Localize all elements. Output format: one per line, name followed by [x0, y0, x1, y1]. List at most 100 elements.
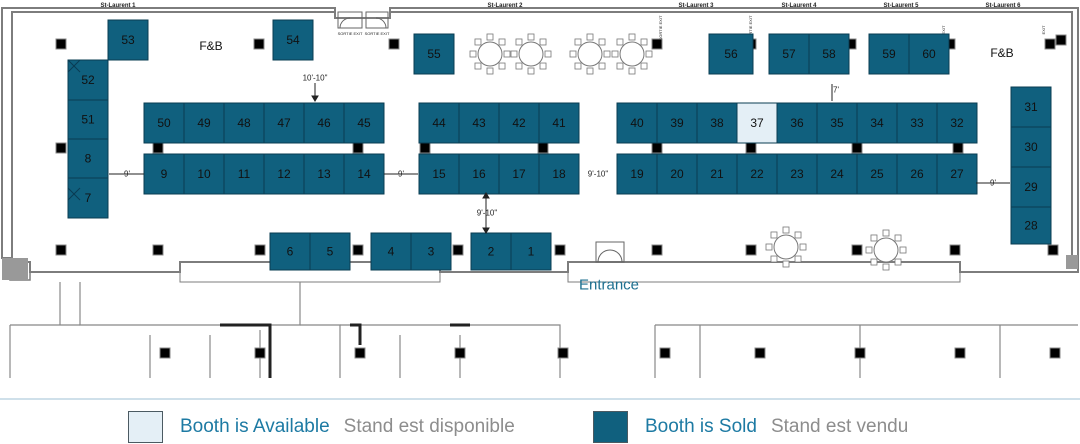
- round-tables: [469, 33, 907, 271]
- booth-32[interactable]: 32: [936, 102, 978, 144]
- booth-11-label: 11: [238, 167, 251, 181]
- booth-37[interactable]: 37: [736, 102, 778, 144]
- booth-45[interactable]: 45: [343, 102, 385, 144]
- booth-40[interactable]: 40: [616, 102, 658, 144]
- exit-sign: EXIT: [941, 25, 946, 34]
- booth-18-shape: [538, 153, 580, 195]
- booth-23[interactable]: 23: [776, 153, 818, 195]
- booth-12[interactable]: 12: [263, 153, 305, 195]
- column: [651, 244, 663, 256]
- room-label: St-Laurent 2: [487, 3, 523, 9]
- booth-26[interactable]: 26: [896, 153, 938, 195]
- structural-block: [1066, 255, 1078, 269]
- booth-9[interactable]: 9: [143, 153, 185, 195]
- booth-22[interactable]: 22: [736, 153, 778, 195]
- column: [1047, 244, 1059, 256]
- booth-27-label: 27: [950, 167, 964, 181]
- booth-30[interactable]: 30: [1010, 126, 1052, 168]
- column: [754, 347, 766, 359]
- booth-3-shape: [410, 232, 452, 271]
- booth-57[interactable]: 57: [768, 33, 810, 75]
- booth-30-shape: [1010, 126, 1052, 168]
- booth-11[interactable]: 11: [223, 153, 265, 195]
- booth-59-shape: [868, 33, 910, 75]
- exit-sign: EXIT: [1041, 25, 1046, 34]
- legend-sold-en: Booth is Sold: [645, 416, 757, 437]
- booth-2[interactable]: 2: [470, 232, 512, 271]
- booth-31-label: 31: [1024, 100, 1038, 114]
- booth-36-label: 36: [790, 116, 804, 130]
- booth-21[interactable]: 21: [696, 153, 738, 195]
- booth-33-shape: [896, 102, 938, 144]
- booth-35[interactable]: 35: [816, 102, 858, 144]
- booth-48[interactable]: 48: [223, 102, 265, 144]
- booth-7[interactable]: 7: [67, 177, 109, 219]
- booth-43[interactable]: 43: [458, 102, 500, 144]
- booth-6[interactable]: 6: [269, 232, 311, 271]
- booth-25[interactable]: 25: [856, 153, 898, 195]
- booth-18[interactable]: 18: [538, 153, 580, 195]
- food-and-beverage-label: F&B: [199, 39, 222, 53]
- booth-31[interactable]: 31: [1010, 86, 1052, 128]
- column: [651, 38, 663, 50]
- booth-51[interactable]: 51: [67, 99, 109, 140]
- booth-49[interactable]: 49: [183, 102, 225, 144]
- booth-56[interactable]: 56: [708, 33, 754, 75]
- booth-10-shape: [183, 153, 225, 195]
- round-table: [611, 33, 653, 75]
- booth-6-label: 6: [287, 245, 294, 259]
- dimension-label: 9'-10": [588, 170, 609, 179]
- booth-33[interactable]: 33: [896, 102, 938, 144]
- booth-35-shape: [816, 102, 858, 144]
- booth-16[interactable]: 16: [458, 153, 500, 195]
- booth-19[interactable]: 19: [616, 153, 658, 195]
- booth-36[interactable]: 36: [776, 102, 818, 144]
- booth-54[interactable]: 54: [272, 19, 314, 61]
- booth-55-shape: [413, 33, 455, 75]
- booth-59[interactable]: 59: [868, 33, 910, 75]
- booth-41[interactable]: 41: [538, 102, 580, 144]
- booth-55-label: 55: [427, 47, 441, 61]
- booth-50[interactable]: 50: [143, 102, 185, 144]
- booth-28[interactable]: 28: [1010, 206, 1052, 245]
- column: [954, 347, 966, 359]
- column: [1044, 38, 1056, 50]
- booth-53[interactable]: 53: [107, 19, 149, 61]
- booth-3[interactable]: 3: [410, 232, 452, 271]
- booth-24[interactable]: 24: [816, 153, 858, 195]
- booth-58[interactable]: 58: [808, 33, 850, 75]
- booth-46[interactable]: 46: [303, 102, 345, 144]
- booth-41-label: 41: [552, 116, 566, 130]
- column: [745, 142, 757, 154]
- booth-8-shape: [67, 138, 109, 179]
- booth-13[interactable]: 13: [303, 153, 345, 195]
- booth-38[interactable]: 38: [696, 102, 738, 144]
- booth-44-label: 44: [432, 116, 446, 130]
- booth-15[interactable]: 15: [418, 153, 460, 195]
- booth-34[interactable]: 34: [856, 102, 898, 144]
- booth-59-label: 59: [882, 47, 896, 61]
- booth-55[interactable]: 55: [413, 33, 455, 75]
- booth-3-label: 3: [428, 245, 435, 259]
- booth-52-label: 52: [81, 73, 95, 87]
- booth-29[interactable]: 29: [1010, 166, 1052, 208]
- booth-27[interactable]: 27: [936, 153, 978, 195]
- booth-5[interactable]: 5: [309, 232, 351, 271]
- booth-1[interactable]: 1: [510, 232, 552, 271]
- booth-39[interactable]: 39: [656, 102, 698, 144]
- booth-1-shape: [510, 232, 552, 271]
- booth-42[interactable]: 42: [498, 102, 540, 144]
- column: [952, 142, 964, 154]
- booth-14[interactable]: 14: [343, 153, 385, 195]
- booth-47[interactable]: 47: [263, 102, 305, 144]
- booth-8[interactable]: 8: [67, 138, 109, 179]
- booth-60[interactable]: 60: [908, 33, 950, 75]
- booth-8-label: 8: [85, 152, 92, 166]
- booth-4[interactable]: 4: [370, 232, 412, 271]
- booth-40-shape: [616, 102, 658, 144]
- booth-10[interactable]: 10: [183, 153, 225, 195]
- booth-20[interactable]: 20: [656, 153, 698, 195]
- booth-17[interactable]: 17: [498, 153, 540, 195]
- booth-26-shape: [896, 153, 938, 195]
- booth-44[interactable]: 44: [418, 102, 460, 144]
